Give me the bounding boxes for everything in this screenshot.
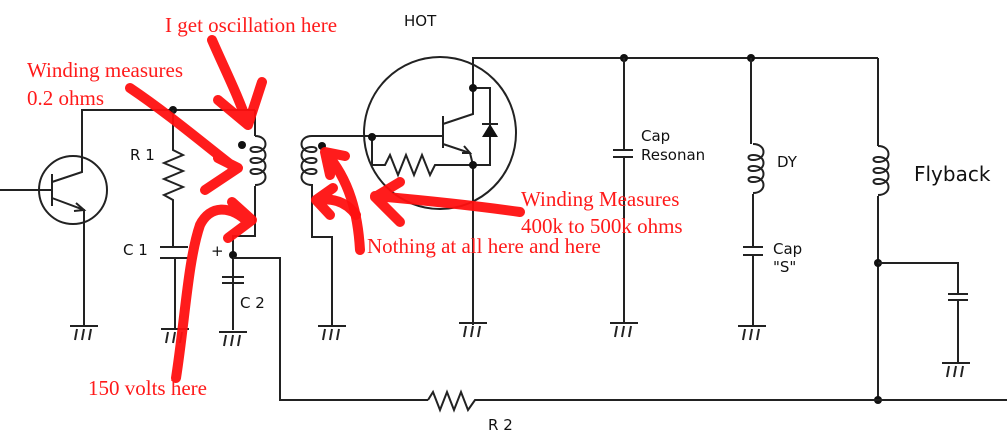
annotations: I get oscillation here Winding measures … (27, 13, 683, 400)
c1-label: C 1 (123, 241, 148, 259)
note-150-volts: 150 volts here (88, 376, 207, 400)
note-winding-high-2: 400k to 500k ohms (521, 214, 683, 238)
note-winding-high-1: Winding Measures (521, 187, 679, 211)
cap-resonan: Cap Resonan (609, 54, 705, 338)
cap-s-label-2: "S" (773, 258, 796, 276)
cap-resonan-label-2: Resonan (641, 146, 705, 164)
note-oscillation: I get oscillation here (165, 13, 337, 37)
note-nothing: Nothing at all here and here (367, 234, 601, 258)
arrow-nothing-2 (311, 183, 361, 220)
note-winding-low-1: Winding measures (27, 58, 183, 82)
c2-label: C 2 (240, 294, 265, 312)
flyback-branch: Flyback (872, 58, 991, 404)
r2-label: R 2 (488, 416, 513, 434)
arrow-150-volts (171, 197, 257, 383)
deflection-yoke-branch: DY Cap "S" (737, 54, 802, 341)
r2-resistor: R 2 (427, 389, 1007, 434)
r1-c1-branch: R 1 C 1 (123, 110, 190, 344)
arrow-oscillation (207, 35, 267, 130)
plus-label: + (211, 242, 224, 260)
driver-transformer-primary: + C 2 (211, 110, 428, 401)
r1-label: R 1 (130, 146, 155, 164)
annotation-arrows (125, 35, 525, 383)
hot-transistor: HOT (363, 12, 878, 338)
arrow-nothing-1 (320, 147, 365, 255)
hot-label: HOT (404, 12, 437, 30)
note-winding-low-2: 0.2 ohms (27, 86, 104, 110)
cap-resonan-label-1: Cap (641, 127, 670, 145)
flyback-label: Flyback (914, 162, 991, 186)
cap-s-label-1: Cap (773, 240, 802, 258)
driver-transistor (0, 109, 255, 341)
dy-label: DY (777, 153, 798, 171)
arrow-winding-high (370, 177, 525, 227)
arrow-winding-low (125, 83, 243, 195)
